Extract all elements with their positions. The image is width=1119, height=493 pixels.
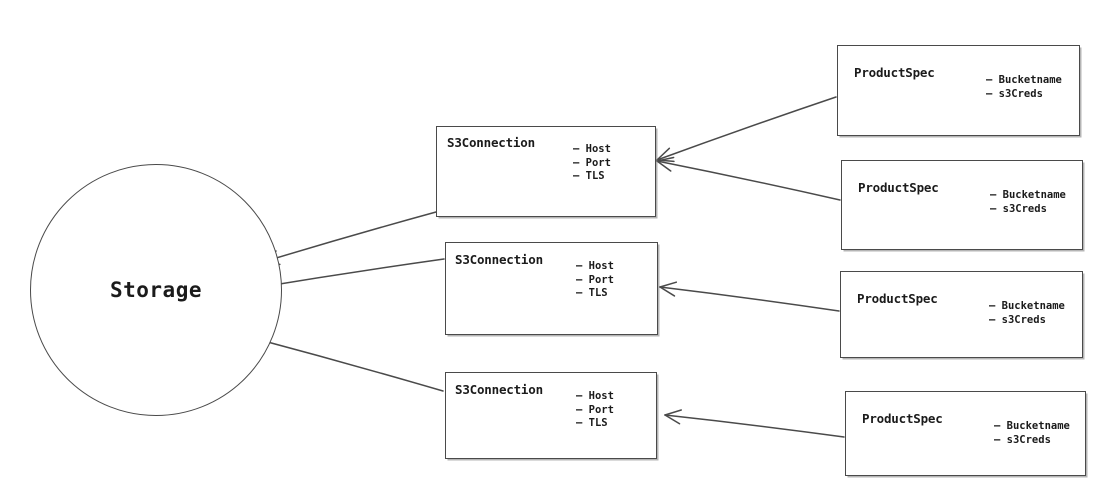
s3connection-attributes: – Host– Port– TLS — [576, 390, 614, 431]
edge-spec2-to-conn1 — [656, 156, 841, 201]
attribute-row: – Host — [576, 390, 614, 402]
attribute-row: – Bucketname — [989, 300, 1065, 312]
node-productspec-3[interactable]: ProductSpec – Bucketname– s3Creds — [840, 271, 1083, 358]
s3connection-title: S3Connection — [455, 252, 543, 267]
arrowhead-stroke — [659, 281, 678, 288]
productspec-attributes: – Bucketname– s3Creds — [994, 420, 1070, 447]
s3connection-attributes: – Host– Port– TLS — [573, 143, 611, 184]
edge-line — [656, 160, 841, 201]
arrowhead-stroke — [656, 160, 672, 172]
node-s3connection-2[interactable]: S3Connection – Host– Port– TLS — [445, 242, 658, 335]
arrowhead-stroke — [664, 414, 681, 425]
attribute-row: – s3Creds — [990, 202, 1047, 215]
s3connection-title: S3Connection — [455, 382, 543, 397]
attribute-row: – Bucketname — [990, 189, 1066, 201]
node-s3connection-1[interactable]: S3Connection – Host– Port– TLS — [436, 126, 656, 217]
attribute-row: – Host — [576, 260, 614, 272]
productspec-attributes: – Bucketname– s3Creds — [990, 189, 1066, 216]
node-s3connection-3[interactable]: S3Connection – Host– Port– TLS — [445, 372, 657, 459]
productspec-attributes: – Bucketname– s3Creds — [986, 74, 1062, 101]
edge-line — [664, 414, 845, 438]
node-storage[interactable]: Storage — [30, 164, 282, 416]
productspec-title: ProductSpec — [857, 291, 938, 306]
productspec-attributes: – Bucketname– s3Creds — [989, 300, 1065, 327]
edge-line — [262, 211, 437, 263]
attribute-row: – Host — [573, 143, 611, 155]
edge-conn2-to-storage — [254, 258, 445, 294]
attribute-row: – TLS — [576, 287, 608, 299]
productspec-title: ProductSpec — [858, 180, 939, 195]
arrowhead-stroke — [656, 156, 675, 162]
edge-conn1-to-storage — [262, 211, 437, 266]
arrowhead-stroke — [656, 147, 671, 161]
node-productspec-2[interactable]: ProductSpec – Bucketname– s3Creds — [841, 160, 1083, 250]
edge-spec4-to-conn3 — [664, 409, 845, 438]
edge-conn3-to-storage — [248, 333, 444, 392]
attribute-row: – Port — [576, 403, 614, 416]
node-productspec-4[interactable]: ProductSpec – Bucketname– s3Creds — [845, 391, 1086, 476]
edge-spec1-to-conn1 — [656, 96, 837, 163]
attribute-row: – Port — [573, 156, 611, 169]
edge-spec3-to-conn2 — [659, 281, 840, 312]
attribute-row: – Bucketname — [986, 74, 1062, 86]
edge-line — [659, 286, 840, 312]
attribute-row: – Bucketname — [994, 420, 1070, 432]
attribute-row: – s3Creds — [994, 433, 1051, 446]
s3connection-title: S3Connection — [447, 135, 535, 150]
attribute-row: – s3Creds — [989, 313, 1046, 326]
s3connection-attributes: – Host– Port– TLS — [576, 260, 614, 301]
node-productspec-1[interactable]: ProductSpec – Bucketname– s3Creds — [837, 45, 1080, 136]
attribute-row: – Port — [576, 273, 614, 286]
attribute-row: – TLS — [573, 170, 605, 182]
edge-line — [248, 336, 444, 392]
productspec-title: ProductSpec — [862, 411, 943, 426]
arrowhead-stroke — [664, 409, 683, 416]
arrowhead-stroke — [659, 286, 676, 297]
productspec-title: ProductSpec — [854, 65, 935, 80]
edge-line — [656, 96, 837, 161]
attribute-row: – TLS — [576, 417, 608, 429]
attribute-row: – s3Creds — [986, 87, 1043, 100]
storage-label: Storage — [109, 278, 202, 302]
arrowhead-stroke — [656, 159, 675, 163]
edge-line — [254, 258, 445, 289]
